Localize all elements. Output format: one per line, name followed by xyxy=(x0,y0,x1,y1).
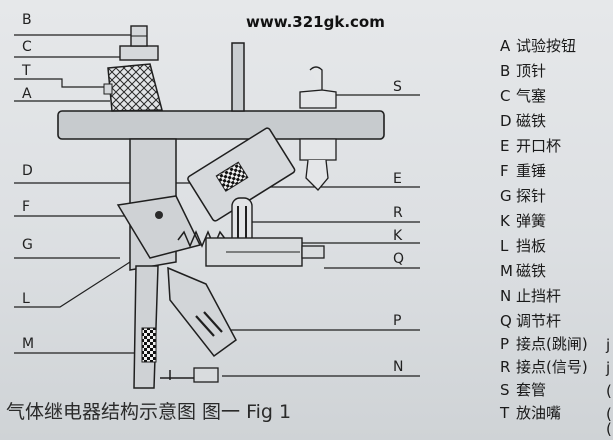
legend-item: E 开口杯 xyxy=(500,138,561,154)
legend-key: R xyxy=(500,358,511,376)
oil-drain-nozzle xyxy=(103,83,113,95)
leader-t xyxy=(14,78,106,88)
label-g: G xyxy=(22,237,33,253)
bushing-top xyxy=(299,66,337,109)
legend-text: 套管 xyxy=(516,381,547,399)
label-k: K xyxy=(393,228,403,244)
legend-text: 磁铁 xyxy=(516,262,547,280)
leader-l xyxy=(14,261,131,308)
heavy-hammer xyxy=(116,195,202,259)
label-c: C xyxy=(22,39,32,55)
legend-item: A 试验按钮 xyxy=(500,38,576,54)
legend-key: B xyxy=(500,62,511,80)
legend-key: N xyxy=(500,287,512,305)
open-cup xyxy=(187,127,296,222)
legend-item: F 重锤 xyxy=(500,163,546,179)
legend-item: T 放油嘴 xyxy=(500,405,561,421)
watermark-url: www.321gk.com xyxy=(246,13,385,31)
legend-text: 试验按钮 xyxy=(516,37,577,55)
legend-text: 重锤 xyxy=(516,162,547,180)
baffle-plate xyxy=(133,265,159,389)
trip-contact-arm xyxy=(167,266,237,358)
legend-item: P 接点(跳闸) xyxy=(500,336,588,352)
pivot xyxy=(155,211,163,219)
label-r: R xyxy=(393,205,403,221)
legend-text: 顶针 xyxy=(516,62,547,80)
label-s: S xyxy=(393,79,402,95)
legend-text: 止挡杆 xyxy=(516,287,562,305)
legend-key: L xyxy=(500,237,509,255)
legend-key: C xyxy=(500,87,511,105)
legend-key: T xyxy=(500,404,510,422)
label-l: L xyxy=(22,291,30,307)
test-button-body xyxy=(107,63,163,112)
figure-caption: 气体继电器结构示意图 图一 Fig 1 xyxy=(6,401,292,423)
legend-item: C 气塞 xyxy=(500,88,546,104)
stop-rod xyxy=(193,367,219,383)
legend-text: 调节杆 xyxy=(516,312,562,330)
legend-text: 放油嘴 xyxy=(516,404,562,422)
label-q: Q xyxy=(393,251,405,267)
legend-key: G xyxy=(500,187,512,205)
spring xyxy=(177,230,227,248)
bracket xyxy=(231,42,245,112)
legend-key: M xyxy=(500,262,513,280)
label-e: E xyxy=(393,171,402,187)
bushing-bottom xyxy=(299,138,337,161)
legend-cutoff-mark: ( xyxy=(606,405,612,423)
legend-item: S 套管 xyxy=(500,382,546,398)
label-b: B xyxy=(22,12,32,28)
label-t: T xyxy=(22,63,31,79)
legend-item: R 接点(信号) xyxy=(500,359,588,375)
legend-cutoff-mark: j xyxy=(606,359,611,377)
legend-item: L 挡板 xyxy=(500,238,546,254)
legend-item: K 弹簧 xyxy=(500,213,546,229)
label-a: A xyxy=(22,86,32,102)
legend-key: Q xyxy=(500,312,512,330)
legend-text: 挡板 xyxy=(516,237,547,255)
label-f: F xyxy=(22,199,31,215)
legend-key: K xyxy=(500,212,510,230)
legend-key: F xyxy=(500,162,509,180)
label-m: M xyxy=(22,336,35,352)
legend-cutoff-mark: ( xyxy=(606,382,612,400)
legend-key: P xyxy=(500,335,510,353)
legend-key: A xyxy=(500,37,511,55)
legend-text: 气塞 xyxy=(516,87,547,105)
legend-text: 弹簧 xyxy=(516,212,547,230)
label-d: D xyxy=(22,163,33,179)
bushing-tip xyxy=(305,159,329,191)
label-p: P xyxy=(393,313,402,329)
legend-text: 接点(跳闸) xyxy=(516,335,588,353)
legend-key: E xyxy=(500,137,510,155)
top-plate xyxy=(57,110,385,140)
legend-key: D xyxy=(500,112,512,130)
lower-magnet xyxy=(141,327,157,363)
legend-cutoff-mark: j xyxy=(606,336,611,354)
legend-item: B 顶针 xyxy=(500,63,546,79)
legend-text: 接点(信号) xyxy=(516,358,588,376)
legend-text: 开口杯 xyxy=(516,137,562,155)
adjusting-rod xyxy=(301,245,325,259)
legend-cutoff-mark: ( xyxy=(606,420,612,438)
legend-text: 磁铁 xyxy=(516,112,547,130)
label-n: N xyxy=(393,359,404,375)
air-plug xyxy=(119,45,159,61)
legend-text: 探针 xyxy=(516,187,547,205)
legend-key: S xyxy=(500,381,510,399)
